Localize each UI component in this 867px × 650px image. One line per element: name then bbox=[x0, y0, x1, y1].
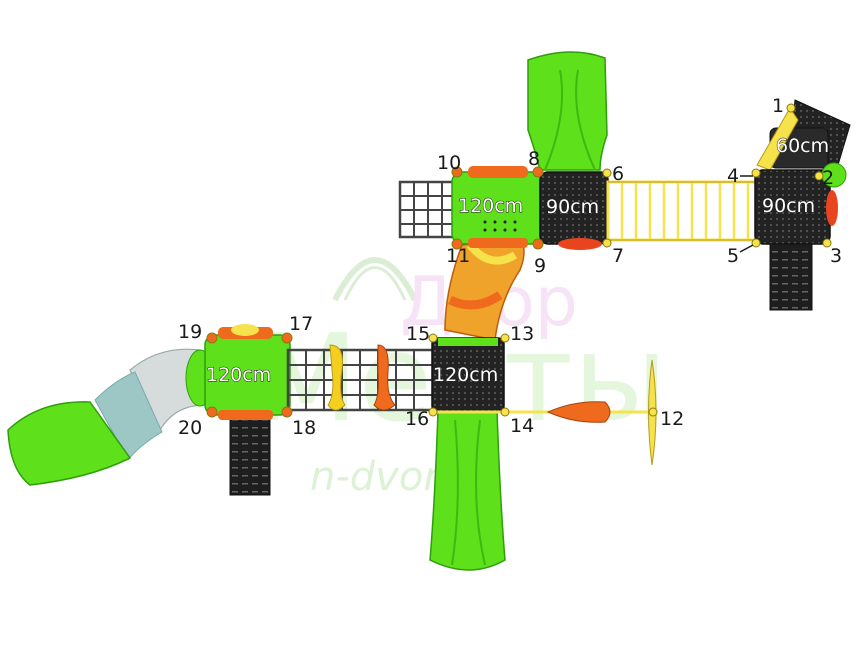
post-9 bbox=[532, 238, 544, 250]
post-label: 2 bbox=[822, 167, 834, 189]
post-2 bbox=[814, 171, 824, 181]
post-label: 16 bbox=[405, 408, 429, 430]
post-label: 4 bbox=[727, 165, 739, 187]
post-6 bbox=[602, 168, 612, 178]
post-label: 14 bbox=[510, 415, 534, 437]
platform-90-center: 90cm bbox=[539, 171, 609, 250]
post-label: 19 bbox=[178, 321, 202, 343]
post-label: 10 bbox=[437, 152, 461, 174]
post-4 bbox=[751, 168, 761, 178]
post-13 bbox=[500, 333, 510, 343]
post-8 bbox=[532, 166, 544, 178]
post-label: 9 bbox=[534, 255, 546, 277]
platform-label: 120cm bbox=[433, 364, 498, 386]
post-15 bbox=[428, 333, 438, 343]
right-tower: 60cm 90cm bbox=[754, 99, 851, 311]
post-12 bbox=[648, 407, 658, 417]
post-14 bbox=[500, 407, 510, 417]
post-label: 3 bbox=[830, 245, 842, 267]
post-label: 18 bbox=[292, 417, 316, 439]
post-3 bbox=[822, 238, 832, 248]
platform-120-top: 120cm bbox=[451, 166, 545, 248]
platform-label: 90cm bbox=[546, 196, 599, 218]
post-labels: 1 2 3 4 5 6 7 8 9 10 11 12 13 14 15 16 1… bbox=[178, 95, 842, 439]
top-slide bbox=[527, 51, 608, 171]
post-18 bbox=[281, 406, 293, 418]
post-17 bbox=[281, 332, 293, 344]
ladder-bridge bbox=[606, 180, 760, 242]
post-20 bbox=[206, 406, 218, 418]
post-5 bbox=[751, 238, 761, 248]
spiral-tube bbox=[444, 237, 525, 341]
platform-120-left: 120cm bbox=[204, 324, 291, 496]
post-label: 20 bbox=[178, 417, 202, 439]
post-label: 5 bbox=[727, 245, 739, 267]
spinner-element bbox=[504, 359, 657, 466]
post-1 bbox=[786, 103, 796, 113]
post-16 bbox=[428, 407, 438, 417]
platform-label: 120cm bbox=[458, 195, 523, 217]
post-label: 12 bbox=[660, 408, 684, 430]
post-label: 17 bbox=[289, 313, 313, 335]
post-label: 15 bbox=[406, 323, 430, 345]
post-10 bbox=[451, 166, 463, 178]
post-label: 11 bbox=[446, 245, 470, 267]
post-label: 7 bbox=[612, 245, 624, 267]
platform-label: 120cm bbox=[206, 364, 271, 386]
post-19 bbox=[206, 332, 218, 344]
post-label: 8 bbox=[528, 148, 540, 170]
post-label: 1 bbox=[772, 95, 784, 117]
post-label: 13 bbox=[510, 323, 534, 345]
net-bridge bbox=[286, 344, 435, 412]
post-7 bbox=[602, 238, 612, 248]
platform-120-center: 120cm bbox=[431, 337, 505, 414]
cargo-net-top bbox=[398, 180, 457, 239]
bottom-slide bbox=[429, 409, 506, 571]
post-markers bbox=[206, 103, 832, 418]
platform-label: 90cm bbox=[762, 195, 815, 217]
platform-label: 60cm bbox=[776, 135, 829, 157]
post-label: 6 bbox=[612, 163, 624, 185]
post-11 bbox=[451, 238, 463, 250]
